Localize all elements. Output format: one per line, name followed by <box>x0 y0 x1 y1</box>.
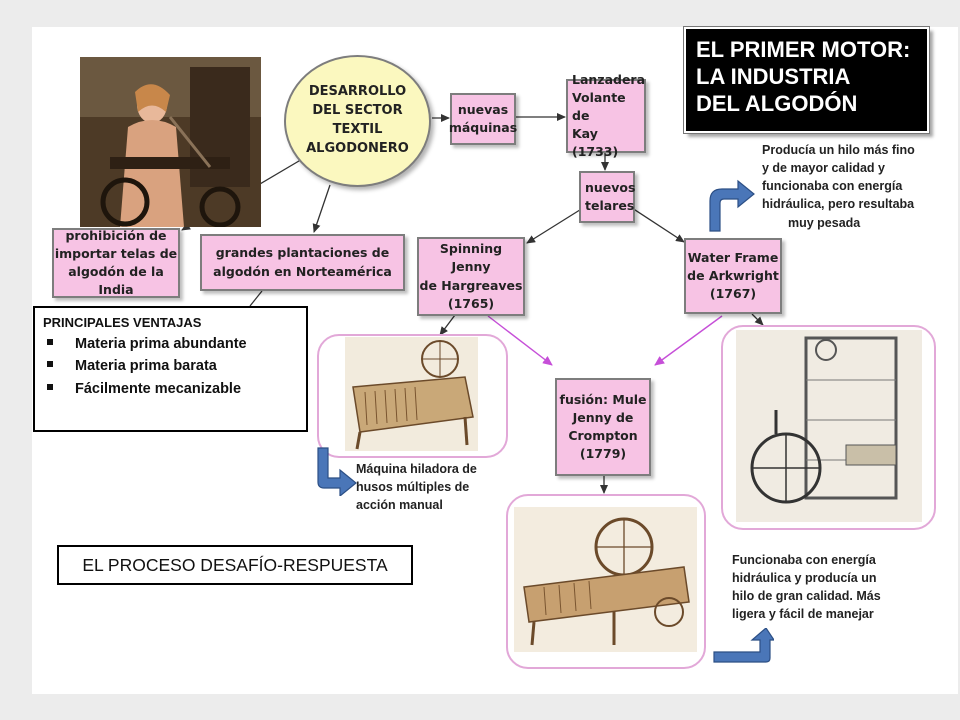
ventajas-item: Materia prima abundante <box>43 333 298 355</box>
line-plantaciones-to-ventajas <box>249 290 263 307</box>
note-line: hidráulica, pero resultaba <box>762 197 915 212</box>
arrow-spinning-to-mule <box>487 315 553 366</box>
spinning-jenny-image <box>345 337 478 451</box>
box-water-frame: Water Frame de Arkwright (1767) <box>684 238 782 314</box>
central-line: DESARROLLO <box>308 84 407 100</box>
curved-arrow-icon <box>709 179 755 232</box>
bullet-icon <box>47 339 53 345</box>
water-frame-image <box>736 330 922 522</box>
arrow-telares-to-spinning <box>526 207 584 244</box>
note-line: Máquina hiladora de <box>356 462 477 476</box>
note-spinning-jenny: Máquina hiladora de husos múltiples de a… <box>356 460 477 514</box>
note-line: funcionaba con energía <box>762 179 903 194</box>
note-line: y de mayor calidad y <box>762 161 885 176</box>
note-water-frame: Producía un hilo más fino y de mayor cal… <box>762 141 915 232</box>
proceso-box: EL PROCESO DESAFÍO-RESPUESTA <box>57 545 413 585</box>
bullet-icon <box>47 361 53 368</box>
note-line: husos múltiples de <box>356 480 470 495</box>
arrow-spinning-to-photo <box>439 314 456 336</box>
box-plantaciones: grandes plantaciones de algodón en Norte… <box>200 234 405 291</box>
box-lanzadera: Lanzadera Volante de Kay (1733) <box>566 72 646 159</box>
note-line: hidráulica y producía un <box>732 571 877 586</box>
box-nuevos-telares: nuevos telares <box>579 171 635 223</box>
curved-arrow-icon <box>713 628 774 663</box>
note-line: acción manual <box>356 498 443 513</box>
ventajas-item-label: Materia prima barata <box>75 358 217 375</box>
box-mule-jenny: fusión: Mule Jenny de Crompton (1779) <box>555 378 651 476</box>
ventajas-item-label: Fácilmente mecanizable <box>75 380 242 397</box>
central-line: DEL SECTOR <box>312 103 403 119</box>
ventajas-item: Materia prima barata <box>43 355 298 377</box>
ventajas-item-label: Materia prima abundante <box>75 336 247 352</box>
arrow-telares-to-water <box>631 207 685 243</box>
note-line: muy pesada <box>788 215 861 230</box>
note-line: ligera y fácil de manejar <box>732 607 874 622</box>
arrow-water-to-photo <box>751 313 764 326</box>
ventajas-item: Fácilmente mecanizable <box>43 378 298 400</box>
ventajas-box: PRINCIPALES VENTAJAS Materia prima abund… <box>33 306 308 432</box>
central-circle: DESARROLLO DEL SECTOR TEXTIL ALGODONERO <box>284 55 431 187</box>
box-spinning-jenny: Spinning Jenny de Hargreaves (1765) <box>417 237 525 316</box>
arrow-water-to-mule <box>654 315 723 366</box>
note-line: Producía un hilo más fino <box>762 143 915 157</box>
mule-jenny-image <box>514 507 697 652</box>
title-line: EL PRIMER MOTOR: <box>696 37 911 62</box>
curved-arrow-icon <box>317 447 357 496</box>
note-line: hilo de gran calidad. Más <box>732 589 881 604</box>
ventajas-title: PRINCIPALES VENTAJAS <box>43 315 202 330</box>
note-line: Funcionaba con energía <box>732 553 876 567</box>
girl-at-loom-painting <box>80 57 261 227</box>
note-mule-jenny: Funcionaba con energía hidráulica y prod… <box>732 551 881 624</box>
central-text: DESARROLLO DEL SECTOR TEXTIL ALGODONERO <box>306 83 409 158</box>
title-line: DEL ALGODÓN <box>696 90 858 116</box>
box-nuevas-maquinas: nuevas máquinas <box>449 93 517 145</box>
ventajas-list: Materia prima abundante Materia prima ba… <box>43 333 298 400</box>
bullet-icon <box>47 383 53 390</box>
title-box: EL PRIMER MOTOR: LA INDUSTRIA DEL ALGODÓ… <box>683 26 930 134</box>
arrow-circle-to-plantaciones <box>312 184 331 233</box>
title-line: LA INDUSTRIA <box>696 63 851 89</box>
box-prohibicion: prohibición de importar telas de algodón… <box>52 228 180 298</box>
central-line: ALGODONERO <box>306 140 409 156</box>
central-line: TEXTIL <box>332 122 383 137</box>
